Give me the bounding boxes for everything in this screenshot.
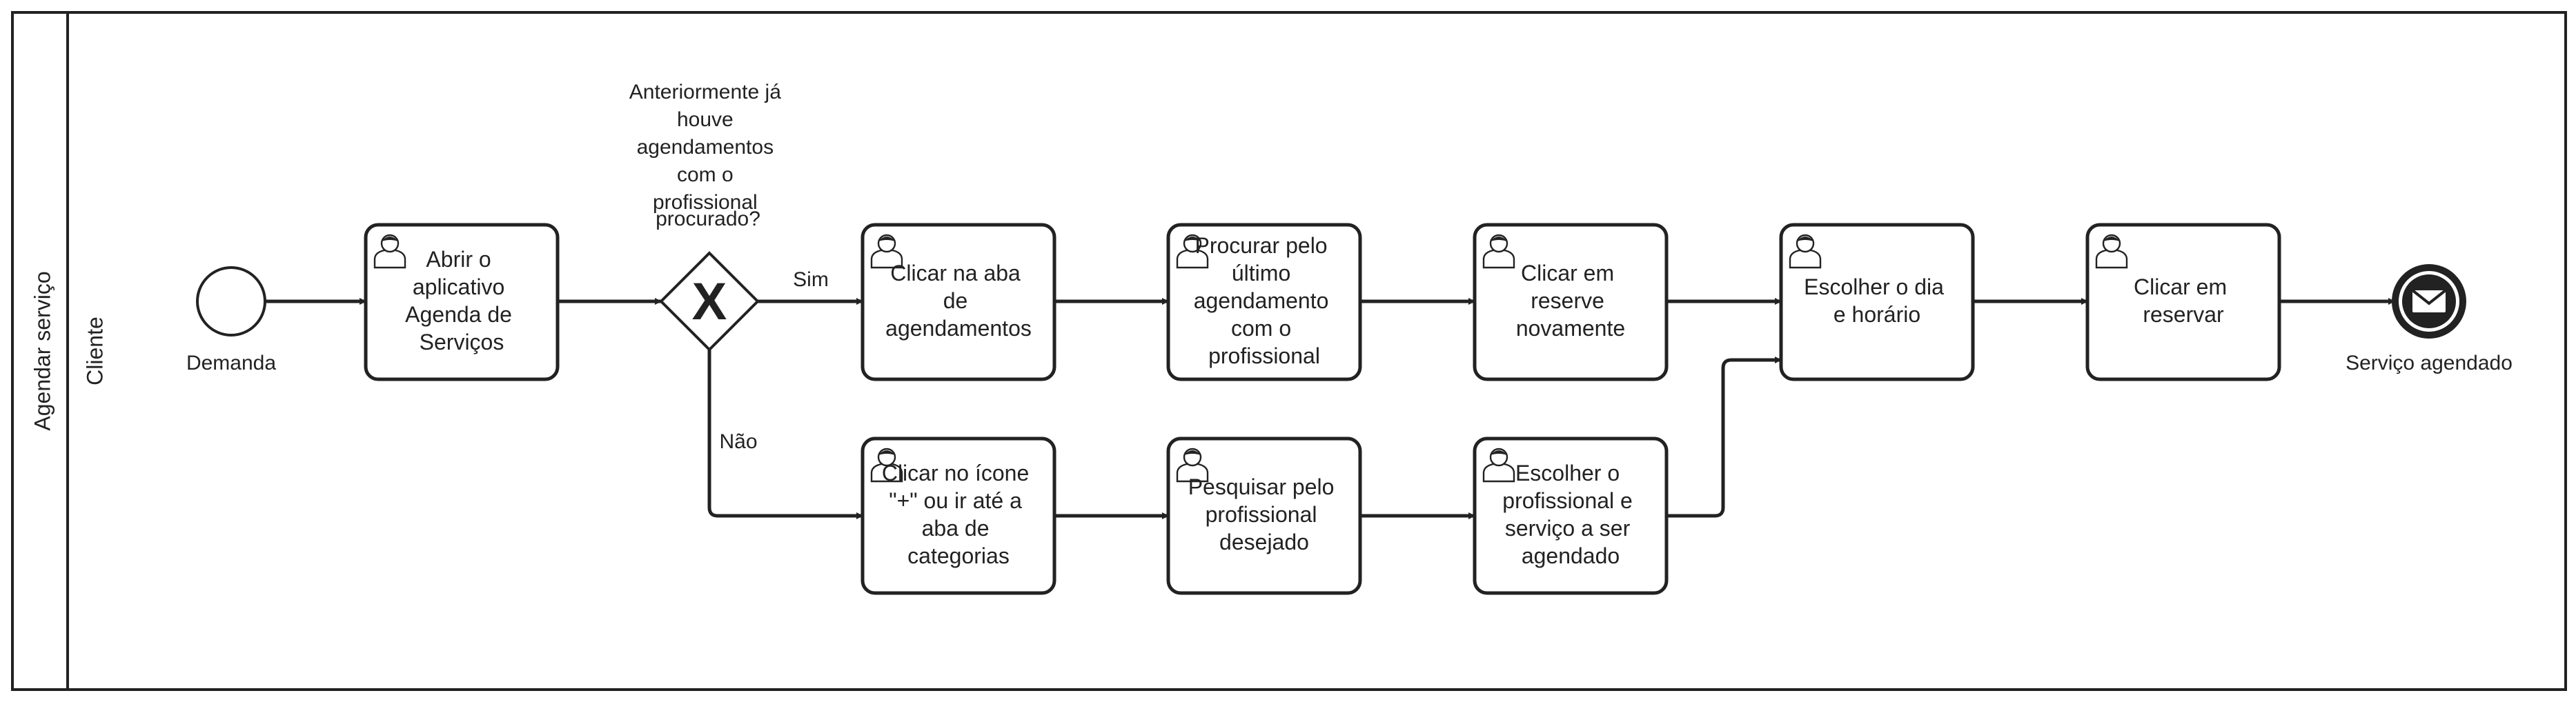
task-label-line: reserve: [1531, 288, 1604, 313]
task-label: Clicar na aba de agendamentos: [885, 261, 1032, 341]
task-label-line: Clicar em: [1521, 261, 1614, 285]
user-icon: [1482, 448, 1515, 483]
task-label: Pesquisar pelo profissional desejado: [1188, 474, 1341, 554]
task-label-line: último: [1232, 261, 1290, 285]
user-icon: [1482, 234, 1515, 269]
task-label: Escolher o dia e horário: [1804, 274, 1950, 327]
task-label-line: Procurar pelo: [1195, 233, 1328, 258]
task-label-line: categorias: [907, 543, 1010, 568]
task-label-line: Clicar na aba: [890, 261, 1021, 285]
task-label-line: agendado: [1522, 543, 1620, 568]
task-box[interactable]: [1473, 437, 1669, 595]
task-label-line: Agenda de: [405, 302, 512, 327]
task-box[interactable]: [1779, 223, 1975, 381]
task-label-line: reservar: [2143, 302, 2224, 327]
user-icon: [373, 234, 406, 269]
gateway-no-label: Não: [719, 430, 757, 453]
task-clicar-reservar[interactable]: Clicar em reservar: [2085, 223, 2281, 381]
task-label: Clicar em reservar: [2134, 274, 2233, 327]
task-label-line: profissional: [1208, 343, 1320, 368]
start-event-label: Demanda: [186, 352, 276, 374]
start-event: [196, 266, 266, 337]
task-label-line: com o: [1231, 316, 1291, 341]
user-icon: [870, 234, 903, 269]
gateway-question-line: profissional: [653, 191, 758, 214]
envelope-icon: [2411, 289, 2447, 312]
task-label-line: Clicar no ícone: [882, 461, 1029, 485]
sequence-flows: [266, 298, 2395, 519]
task-label-line: "+" ou ir até a: [889, 488, 1022, 513]
gateway-question-line: houve: [677, 108, 734, 131]
user-icon: [870, 448, 903, 483]
gateway-question-line: com o: [677, 163, 734, 186]
task-clicar-reserve-novamente[interactable]: Clicar em reserve novamente: [1473, 223, 1669, 381]
task-label: Clicar no ícone "+" ou ir até a aba de c…: [882, 461, 1035, 568]
user-icon: [2095, 234, 2128, 269]
user-icon: [1789, 234, 1822, 269]
task-label-line: serviço a ser: [1505, 516, 1631, 541]
user-icon: [1176, 234, 1209, 269]
task-box[interactable]: [861, 437, 1056, 595]
gateway-diamond: [659, 251, 760, 352]
task-label: Abrir o aplicativo Agenda de Serviços: [405, 247, 518, 354]
task-label-line: Clicar em: [2134, 274, 2227, 299]
gateway-question: Anteriormente já houve agendamentos com …: [629, 81, 787, 230]
task-box[interactable]: [1166, 223, 1362, 381]
end-event: [2392, 264, 2466, 339]
task-label-line: profissional: [1206, 502, 1317, 527]
gateway-question-line: procurado?: [656, 208, 760, 230]
task-box[interactable]: [861, 223, 1056, 381]
user-icon: [1176, 448, 1209, 483]
task-label-line: Escolher o dia: [1804, 274, 1944, 299]
gateway-question-line: agendamentos: [637, 136, 774, 159]
gateway-x-marker: X: [692, 272, 727, 331]
task-abrir-aplicativo[interactable]: Abrir o aplicativo Agenda de Serviços: [364, 223, 560, 381]
task-label-line: Escolher o: [1515, 461, 1620, 485]
task-escolher-dia-horario[interactable]: Escolher o dia e horário: [1779, 223, 1975, 381]
task-procurar-ultimo-agendamento[interactable]: Procurar pelo último agendamento com o p…: [1166, 223, 1362, 381]
task-clicar-icone-mais[interactable]: Clicar no ícone "+" ou ir até a aba de c…: [861, 437, 1056, 595]
task-box[interactable]: [364, 223, 560, 381]
task-label-line: aba de: [922, 516, 990, 541]
task-label: Clicar em reserve novamente: [1516, 261, 1625, 341]
task-label-line: Abrir o: [426, 247, 491, 272]
task-box[interactable]: [2085, 223, 2281, 381]
task-box[interactable]: [1473, 223, 1669, 381]
task-label: Procurar pelo último agendamento com o p…: [1194, 233, 1335, 368]
task-box[interactable]: [1166, 437, 1362, 595]
task-clicar-aba-agendamentos[interactable]: Clicar na aba de agendamentos: [861, 223, 1056, 381]
task-label-line: Pesquisar pelo: [1188, 474, 1335, 499]
task-label-line: e horário: [1833, 302, 1920, 327]
exclusive-gateway: X: [659, 251, 760, 352]
task-label-line: profissional e: [1502, 488, 1633, 513]
gateway-yes-label: Sim: [793, 268, 829, 291]
task-label-line: aplicativo: [413, 274, 504, 299]
task-label-line: novamente: [1516, 316, 1625, 341]
end-event-label: Serviço agendado: [2346, 352, 2513, 374]
flow-gateway-to-clicar-icone: [707, 350, 863, 519]
task-pesquisar-profissional[interactable]: Pesquisar pelo profissional desejado: [1166, 437, 1362, 595]
task-label-line: Serviços: [420, 330, 504, 354]
pool-label: Agendar serviço: [30, 271, 55, 430]
task-label-line: desejado: [1219, 530, 1309, 554]
task-label-line: de: [943, 288, 968, 313]
task-label: Escolher o profissional e serviço a ser …: [1502, 461, 1638, 568]
lane-label: Cliente: [82, 317, 107, 385]
gateway-question-line: Anteriormente já: [629, 81, 781, 103]
flow-escolher-profissional-to-escolher-dia: [1666, 357, 1782, 518]
task-label-line: agendamento: [1194, 288, 1329, 313]
task-escolher-profissional-servico[interactable]: Escolher o profissional e serviço a ser …: [1473, 437, 1669, 595]
task-label-line: agendamentos: [885, 316, 1032, 341]
